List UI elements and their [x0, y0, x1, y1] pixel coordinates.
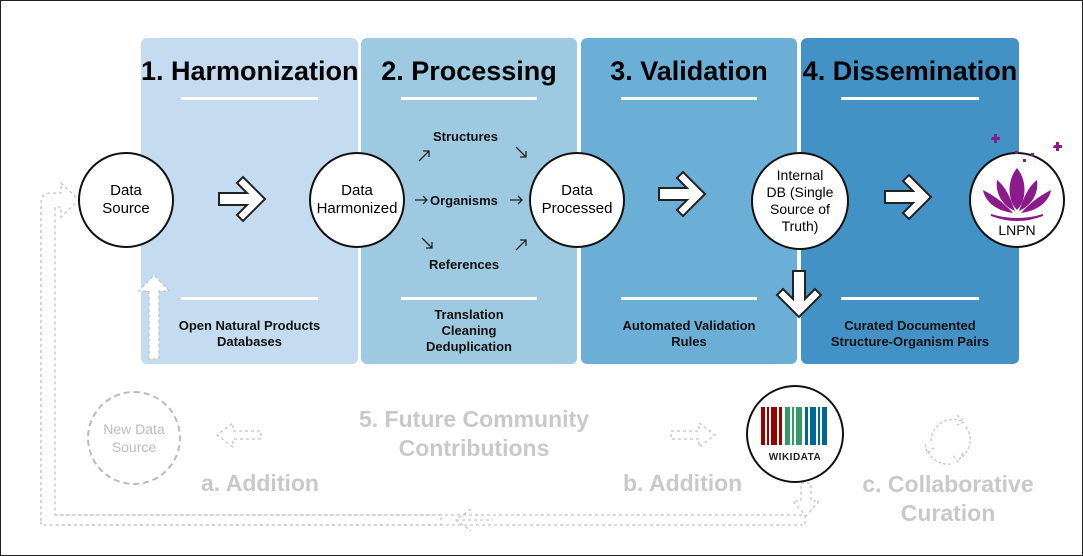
node-label-line: Internal: [776, 167, 824, 183]
node-label-line: Data: [341, 182, 373, 199]
divider: [841, 97, 979, 100]
divider: [401, 97, 537, 100]
caption-line: Cleaning: [441, 323, 497, 338]
flow-arrow-icon: [218, 176, 266, 222]
divider: [621, 97, 757, 100]
stage-title: 4. Dissemination: [802, 56, 1018, 86]
stage-caption: Translation Cleaning Deduplication: [365, 307, 573, 355]
caption-line: Curated Documented: [844, 318, 976, 333]
caption-line: Open Natural Products: [178, 318, 321, 333]
organisms-label: Organisms: [430, 193, 498, 208]
collaborative-curation-label: c. Collaborative Curation: [853, 470, 1043, 528]
divider: [181, 297, 318, 300]
caption-line: Structure-Organism Pairs: [830, 334, 990, 349]
node-label-line: Source: [111, 439, 157, 455]
internal-db-node: Internal DB (Single Source of Truth): [751, 152, 849, 250]
stage-caption: Automated Validation Rules: [585, 318, 793, 350]
node-label-line: DB (Single: [766, 184, 834, 200]
wikidata-label: WIKIDATA: [768, 452, 822, 463]
data-processed-node: Data Processed: [529, 152, 625, 248]
stage-caption: Curated Documented Structure-Organism Pa…: [805, 318, 1015, 350]
references-label: References: [429, 257, 500, 272]
divider: [841, 297, 979, 300]
new-data-source-node: New Data Source: [87, 391, 181, 485]
label-line: Curation: [900, 500, 996, 526]
data-harmonized-node: Data Harmonized: [309, 152, 405, 248]
future-contributions-title: 5. Future Community Contributions: [331, 405, 617, 463]
node-label-line: Processed: [541, 200, 613, 217]
small-arrows-icon: [415, 146, 527, 251]
lotus-logo-icon: [983, 168, 1051, 221]
title-line: Contributions: [398, 435, 550, 461]
addition-b-label: b. Addition: [623, 470, 743, 496]
divider: [401, 297, 537, 300]
stage-title: 3. Validation: [610, 56, 768, 86]
node-label: Data Harmonized: [305, 182, 410, 218]
node-label: Internal DB (Single Source of Truth): [755, 167, 846, 235]
node-label-line: New Data: [103, 421, 165, 437]
structures-label: Structures: [433, 129, 499, 144]
wikidata-barcode-icon: [761, 407, 827, 445]
lnpn-node: LNPN: [969, 152, 1065, 248]
stage-title: 2. Processing: [381, 56, 557, 86]
caption-line: Automated Validation: [622, 318, 756, 333]
caption-line: Rules: [671, 334, 707, 349]
stage-title: 1. Harmonization: [141, 56, 359, 86]
node-label: Data Source: [102, 182, 150, 217]
feedback-loop: [40, 181, 821, 532]
stage-caption: Open Natural Products Databases: [145, 318, 354, 350]
node-label-line: Harmonized: [316, 200, 398, 217]
caption-line: Translation: [434, 307, 504, 322]
node-label: Data Processed: [530, 182, 625, 218]
node-label: New Data Source: [103, 420, 164, 456]
data-source-node: Data Source: [78, 152, 174, 248]
flow-arrow-icon: [658, 171, 706, 217]
caption-line: Deduplication: [426, 339, 512, 354]
wikidata-node: WIKIDATA: [746, 385, 844, 483]
divider: [621, 297, 757, 300]
node-label-line: Source of: [770, 201, 830, 217]
label-line: c. Collaborative: [862, 471, 1034, 497]
flow-arrow-icon: [884, 174, 932, 220]
title-line: 5. Future Community: [358, 406, 589, 432]
caption-line: Databases: [216, 334, 283, 349]
node-label-line: Truth): [781, 218, 819, 234]
divider: [181, 97, 318, 100]
addition-a-label: a. Addition: [201, 470, 319, 496]
recycle-icon: [924, 414, 971, 465]
down-arrow-icon: [776, 270, 822, 318]
node-label-line: Data: [561, 182, 593, 199]
lnpn-label: LNPN: [998, 222, 1036, 238]
